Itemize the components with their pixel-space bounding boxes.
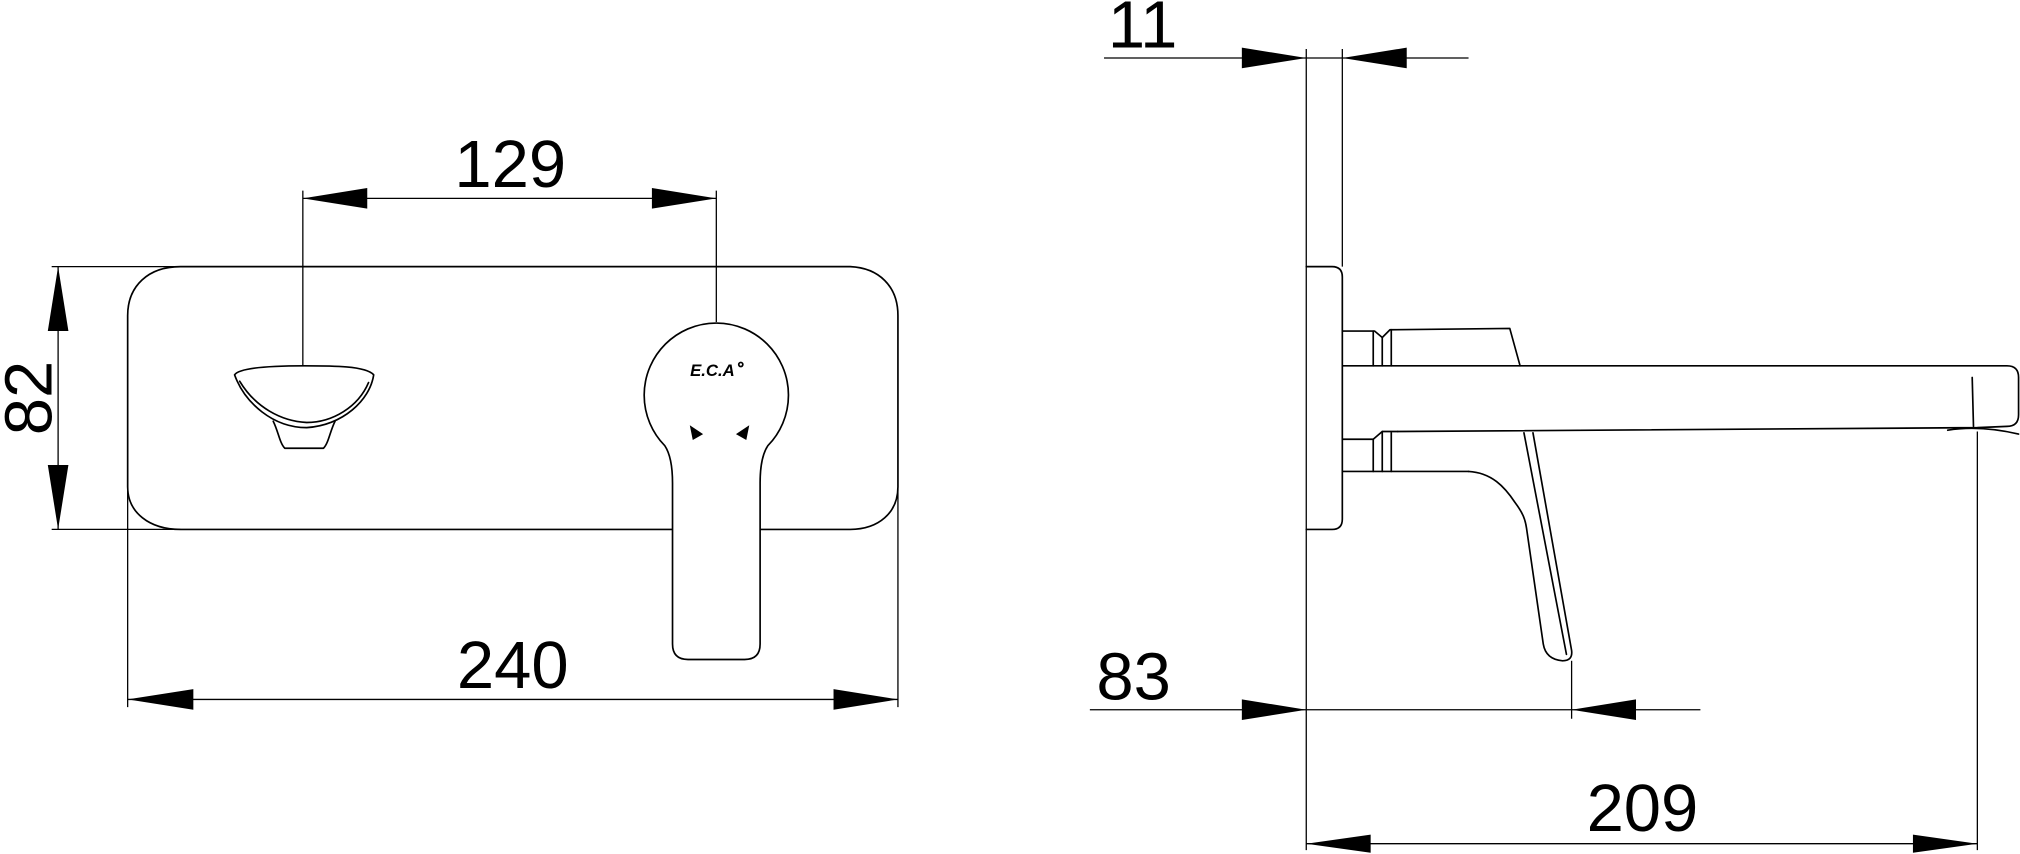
spout-tip-curve	[1946, 427, 2020, 435]
arrowhead	[1571, 699, 1637, 721]
arrowhead	[1241, 699, 1307, 721]
body-upper-outline	[1381, 327, 1521, 367]
spout-outlet-lip	[238, 380, 370, 424]
dimension-label-plate-thickness: 11	[1108, 0, 1178, 63]
arrowhead	[833, 689, 898, 710]
arrowhead	[127, 689, 194, 710]
dimension-label-overall-width: 240	[457, 628, 569, 703]
body-connector-lower	[1341, 430, 1399, 441]
hot-indicator-mark	[735, 425, 750, 441]
arrowhead	[1912, 834, 1978, 853]
spout-aerator	[272, 420, 336, 450]
mounting-plate-profile	[1305, 265, 1344, 531]
arrowhead	[1342, 47, 1407, 69]
arrowhead	[47, 464, 69, 530]
arrowhead	[47, 266, 69, 332]
lever-edge-line	[1523, 431, 1568, 656]
registered-mark	[737, 361, 744, 368]
lever-profile	[1467, 431, 1573, 662]
spout-profile	[1341, 364, 2020, 433]
spout-outlet-outline	[233, 364, 375, 429]
cold-indicator-mark	[689, 425, 704, 441]
arrowhead	[1241, 47, 1307, 69]
arrowhead	[651, 188, 717, 209]
side-view: 11 83 209	[1089, 0, 2020, 853]
arrowhead	[1306, 834, 1371, 853]
dimension-label-spout-projection: 209	[1587, 771, 1699, 846]
mounting-plate-outline	[126, 265, 899, 531]
dimension-label-lever-projection: 83	[1096, 639, 1171, 714]
handle-lever-outline	[643, 322, 790, 661]
dimension-label-handle-spacing: 129	[454, 127, 566, 202]
spout-tip-detail	[1971, 376, 1975, 428]
brand-logo: E.C.A	[690, 361, 735, 380]
dimension-label-overall-height: 82	[0, 361, 67, 436]
body-connector-upper	[1341, 330, 1384, 367]
arrowhead	[302, 188, 368, 209]
front-view: E.C.A 129 82 240	[0, 127, 899, 710]
